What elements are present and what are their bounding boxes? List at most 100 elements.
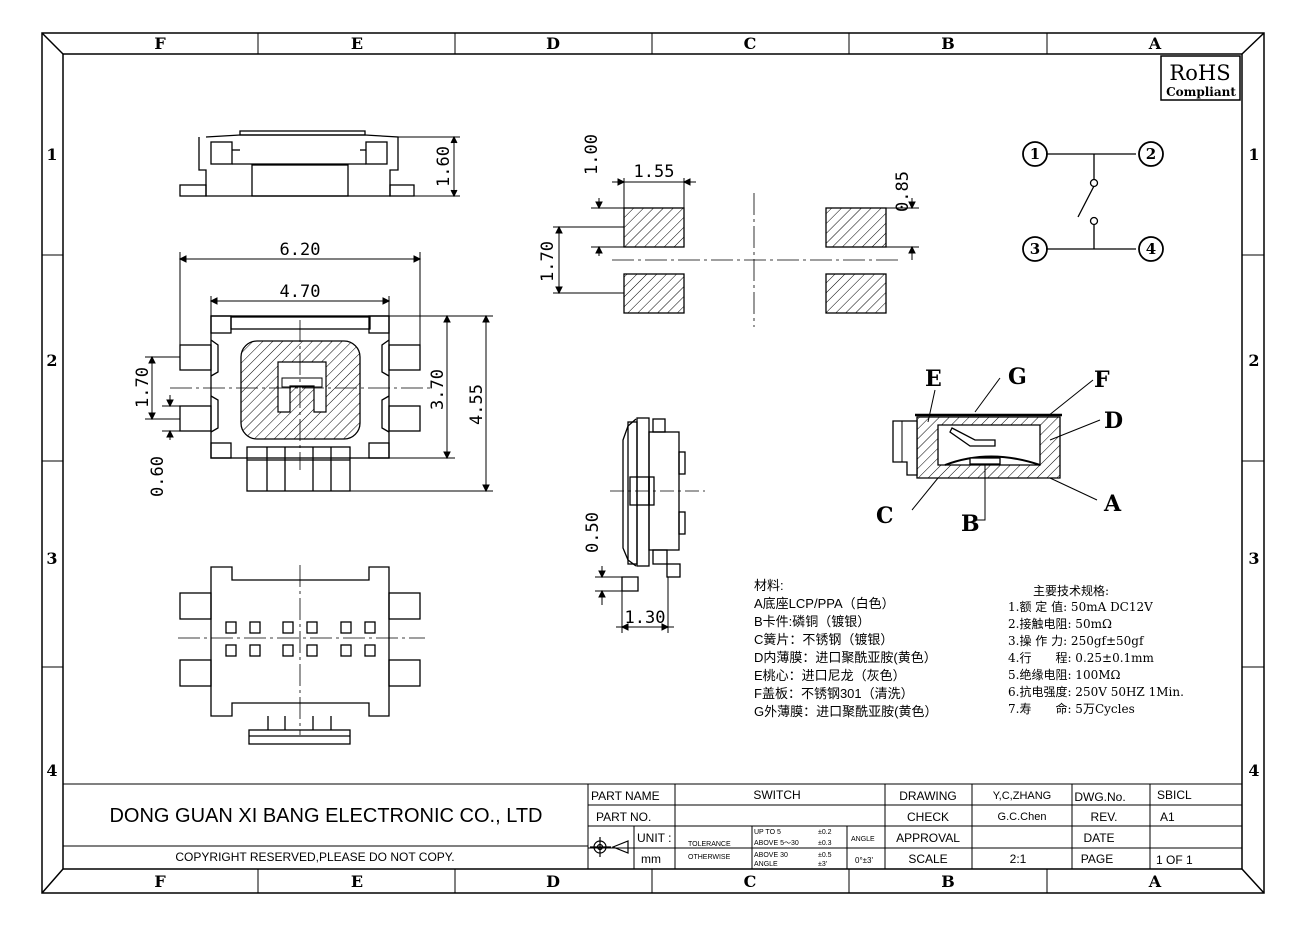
materials-item: C簧片：不锈钢（镀银） [754,632,893,647]
dim-label: 1.70 [133,367,153,408]
col-label-top: C [744,34,757,53]
drawing-label: DRAWING [899,789,957,803]
page-label: PAGE [1081,852,1113,866]
tolerance-value: ±3' [818,861,827,868]
col-label-top: A [1148,34,1162,53]
dim-label: 0.60 [148,456,168,497]
dim-label: 1.70 [538,241,558,282]
angle-value: 0°±3' [855,856,873,865]
dim-label: 1.30 [625,608,666,628]
unit-label: UNIT : [637,831,671,845]
side-dimensions [595,566,674,633]
tolerance-value: ±0.3 [818,840,832,847]
row-label-left: 1 [46,145,57,164]
page-value: 1 OF 1 [1156,853,1193,867]
bottom-view [179,566,421,745]
unit-value: mm [641,852,661,866]
row-label-left: 4 [46,761,57,780]
tolerance-range: ABOVE 5～30 [754,840,799,847]
dim-label: 6.20 [280,240,321,260]
specs-item: 5.绝缘电阻: 100MΩ [1008,667,1120,682]
section-leaders [911,377,1101,521]
dim-label: 1.00 [582,134,602,175]
tolerance-value: ±0.2 [818,829,832,836]
specs-item: 7.寿 命: 5万Cycles [1008,701,1135,716]
part-label-f: F [1094,367,1110,393]
dim-label: 4.55 [467,384,487,425]
specs-item: 1.额 定 值: 50mA DC12V [1008,599,1153,614]
plan-centerlines [170,320,430,470]
col-label-top: F [154,34,166,53]
dim-label: 0.85 [893,171,913,212]
materials-item: G外薄膜：进口聚酰亚胺(黄色） [754,704,937,719]
specs-item: 2.接触电阻: 50mΩ [1008,616,1112,631]
dim-label: 0.50 [583,512,603,553]
side-view [621,417,686,592]
scale-label: SCALE [908,852,947,866]
land-centerlines [612,193,898,327]
part-label-g: G [1008,364,1027,390]
part-label-a: A [1103,491,1122,517]
check-label: CHECK [907,810,949,824]
dim-label: 3.70 [428,369,448,410]
section-part-labels: E G F D C B A [876,364,1123,537]
rohs-badge: RoHS Compliant [1160,55,1241,101]
col-label-top: B [941,34,955,53]
dim-top-height [398,135,460,198]
materials-item: F盖板：不锈钢301（清洗） [754,686,914,701]
rohs-title: RoHS [1169,61,1230,85]
plan-actuator [240,340,361,440]
copyright-note: COPYRIGHT RESERVED,PLEASE DO NOT COPY. [175,850,454,864]
part-no-label: PART NO. [596,810,651,824]
row-label-left: 3 [46,549,57,568]
row-label-right: 4 [1248,761,1259,780]
title-block-text: DONG GUAN XI BANG ELECTRONIC CO., LTD CO… [109,788,1193,868]
materials-heading: 材料: [754,578,784,593]
title-block-grid [63,783,1242,869]
bottom-centerlines [178,565,425,735]
row-label-right: 1 [1248,145,1259,164]
section-view [892,413,1062,479]
specs-item: 3.操 作 力: 250gf±50gf [1008,633,1145,648]
dwg-no-value: SBICL [1157,788,1192,802]
drawing-value: Y,C,ZHANG [993,790,1051,802]
rohs-subtitle: Compliant [1166,85,1236,99]
pin-label: 4 [1146,240,1156,258]
company-name: DONG GUAN XI BANG ELECTRONIC CO., LTD [109,805,542,827]
materials-item: A底座LCP/PPA（白色） [754,596,895,611]
col-label-bottom: D [546,872,560,891]
specs-list: 主要技术规格: 1.额 定 值: 50mA DC12V 2.接触电阻: 50mΩ… [1008,583,1184,716]
col-label-bottom: F [154,872,166,891]
row-label-right: 2 [1248,351,1259,370]
row-label-left: 2 [46,351,57,370]
col-label-bottom: B [941,872,955,891]
dwg-no-label: DWG.No. [1074,790,1125,804]
zone-labels: F E D C B A F E D C B A 1 2 3 4 1 2 3 4 [46,34,1259,891]
part-label-e: E [925,366,942,392]
part-name-label: PART NAME [591,789,660,803]
pin-label: 3 [1030,240,1040,258]
materials-list: 材料: A底座LCP/PPA（白色） B卡件:磷铜（镀银） C簧片：不锈钢（镀银… [754,578,937,719]
materials-item: D内薄膜：进口聚酰亚胺(黄色） [754,650,937,665]
profile-view [179,130,415,197]
rev-label: REV. [1091,810,1118,824]
projection-symbol [590,837,629,857]
materials-item: B卡件:磷铜（镀银） [754,614,870,629]
tolerance-label: TOLERANCE [688,841,731,848]
col-label-bottom: C [744,872,757,891]
row-label-right: 3 [1248,549,1259,568]
pin-label: 2 [1146,145,1156,163]
tolerance-range: ABOVE 30 [754,852,788,859]
schematic-pin-labels: 1 2 3 4 [1030,145,1156,258]
materials-item: E桃心：进口尼龙（灰色） [754,668,906,683]
angle-label: ANGLE [851,836,875,843]
rev-value: A1 [1160,810,1175,824]
specs-heading: 主要技术规格: [1033,583,1109,598]
dim-label: 4.70 [280,282,321,302]
pin-label: 1 [1030,145,1040,163]
land-pattern [623,207,887,314]
part-name-value: SWITCH [753,788,800,802]
plan-dimensions [145,252,493,493]
tolerance-range: UP TO 5 [754,829,781,836]
